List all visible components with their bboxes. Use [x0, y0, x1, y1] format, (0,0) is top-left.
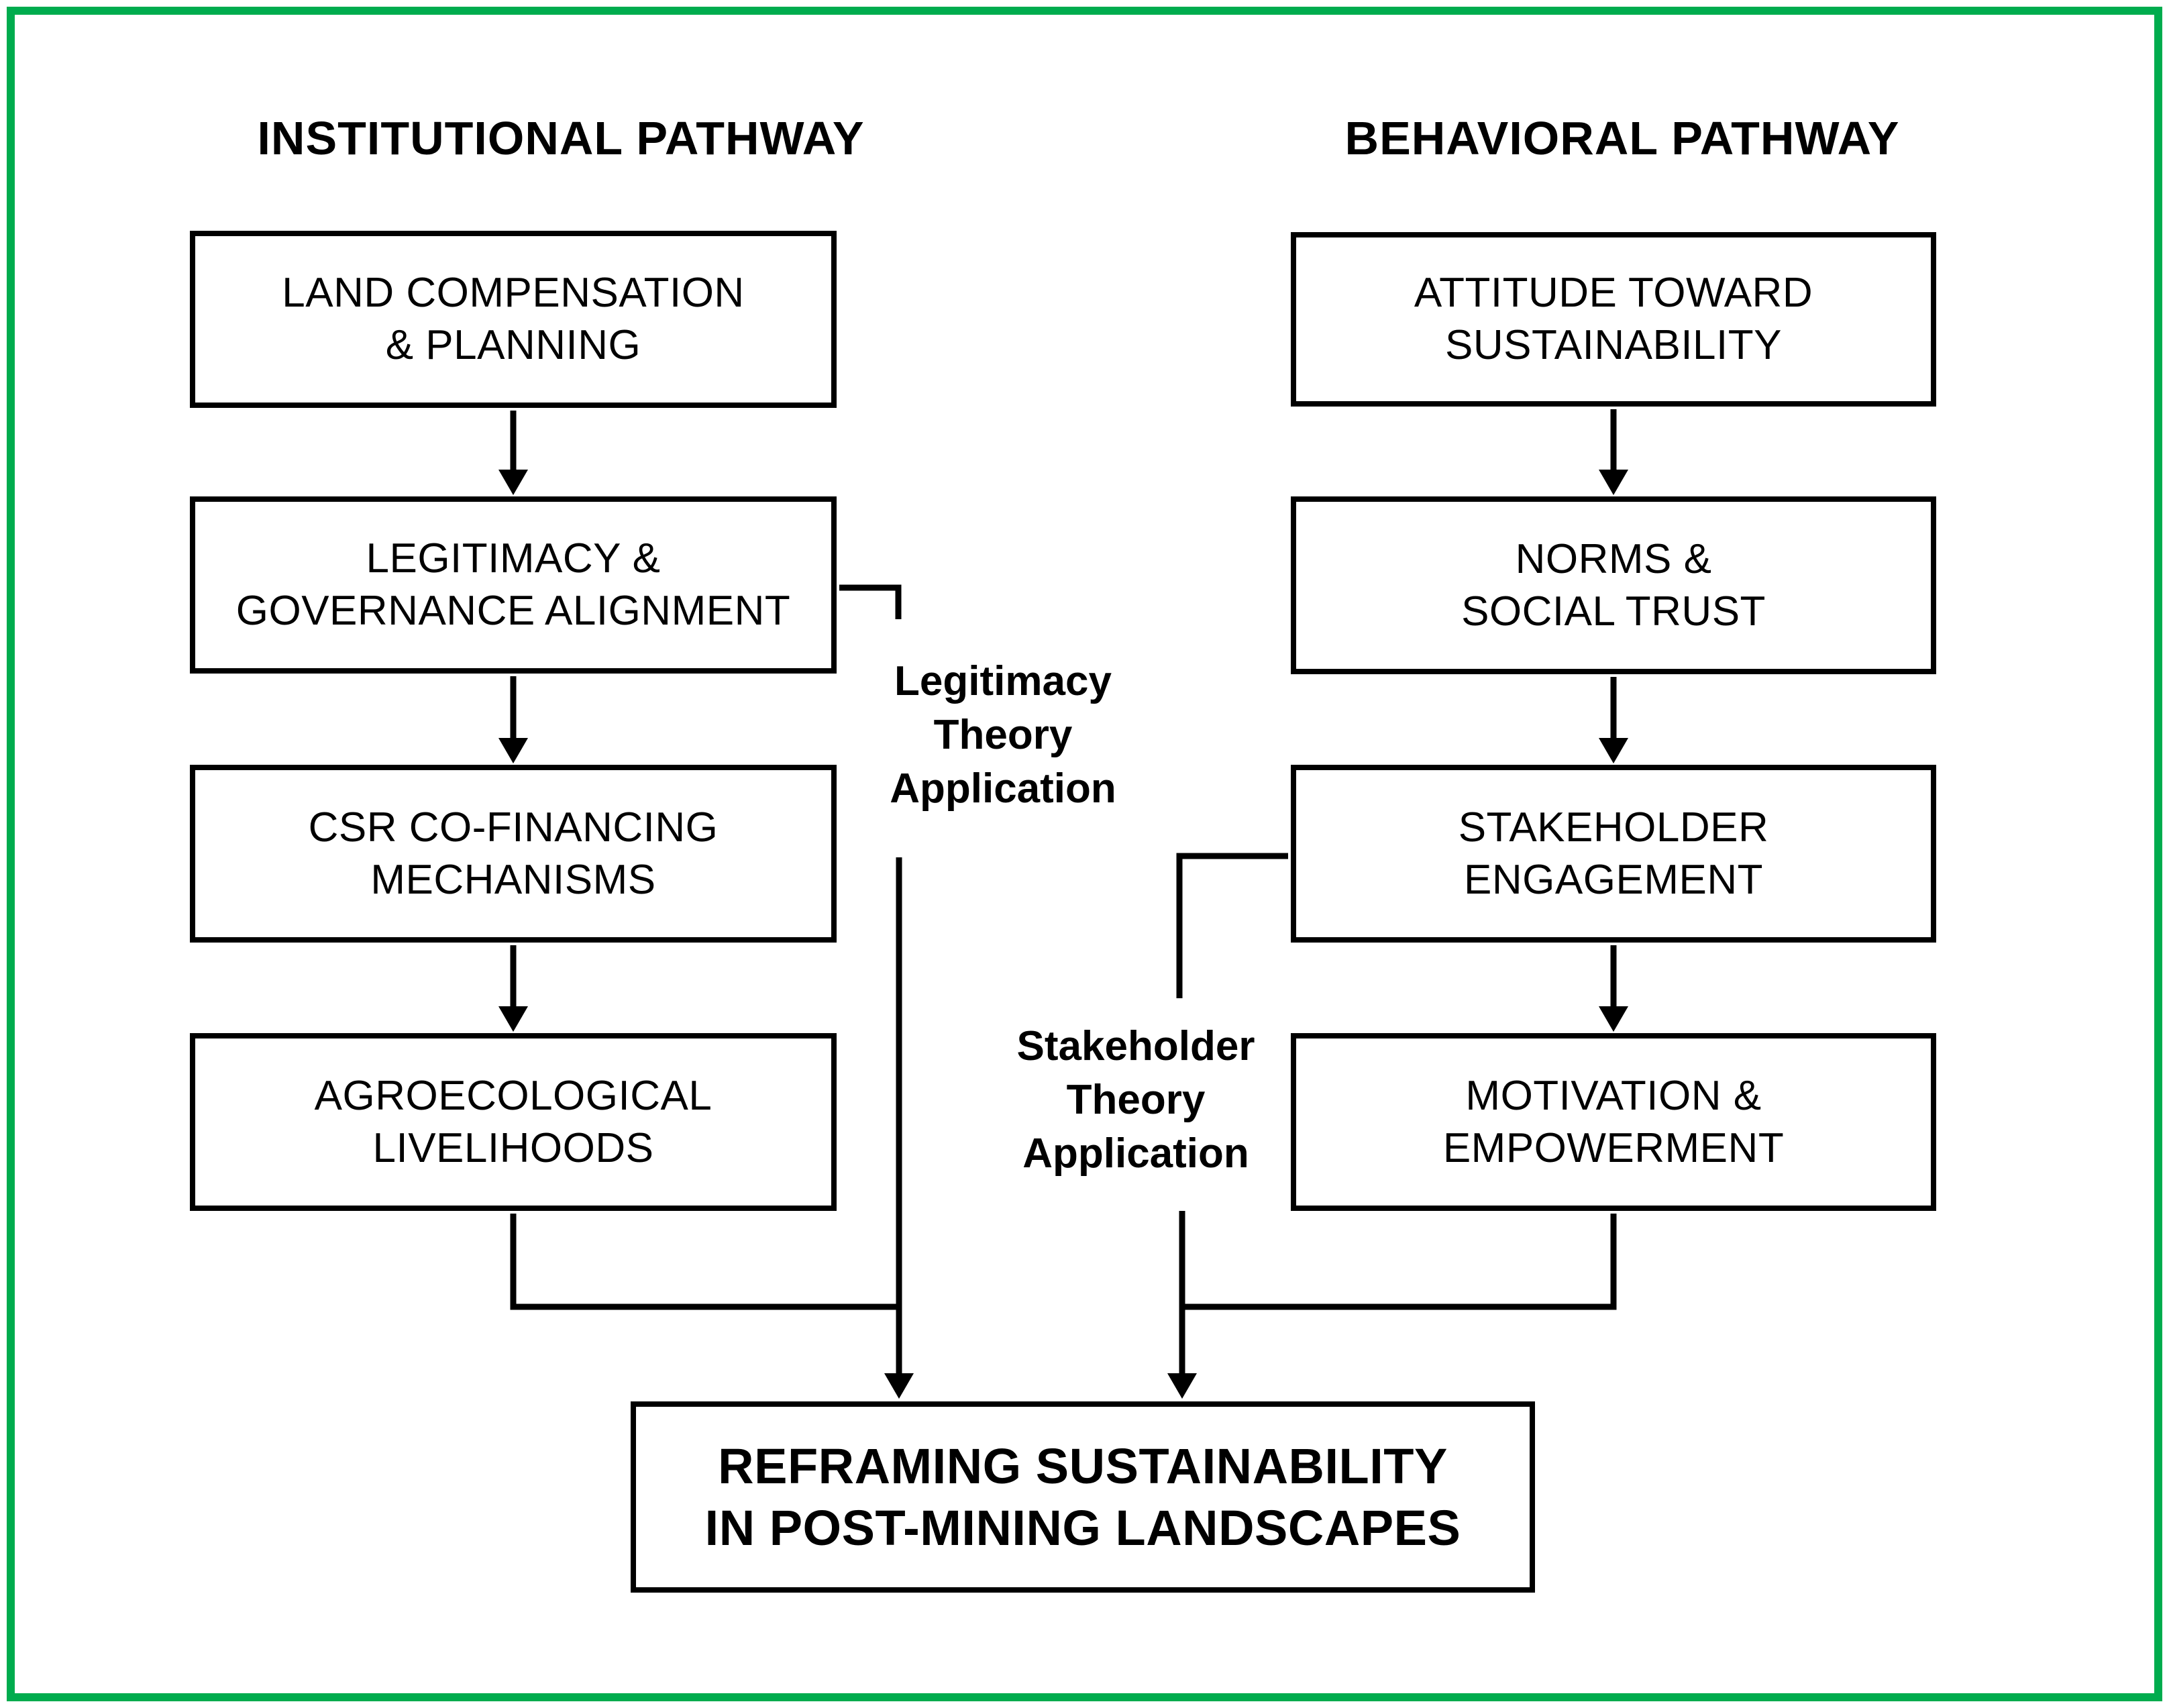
box-line: MOTIVATION &	[1465, 1072, 1762, 1119]
stakeholder-theory-application-label: Stakeholder Theory Application	[1017, 1020, 1255, 1181]
box-line: AGROECOLOGICAL	[314, 1072, 712, 1119]
elbow-motivation-merge	[1182, 1214, 1617, 1310]
legitimacy-theory-application-label: Legitimacy Theory Application	[890, 655, 1116, 816]
box-line: STAKEHOLDER	[1458, 804, 1769, 851]
box-line: ATTITUDE TOWARD	[1414, 270, 1813, 316]
arrow-stakeholder-theory-to-outcome	[1167, 1211, 1197, 1399]
elbow-agroecological-merge	[510, 1214, 899, 1310]
box-legitimacy-governance-alignment: LEGITIMACY & GOVERNANCE ALIGNMENT	[190, 496, 837, 674]
annot-line: Theory	[1066, 1077, 1206, 1123]
box-line: LIVELIHOODS	[372, 1124, 654, 1171]
box-norms-social-trust: NORMS & SOCIAL TRUST	[1291, 496, 1936, 674]
box-line: EMPOWERMENT	[1442, 1124, 1785, 1171]
box-line: IN POST-MINING LANDSCAPES	[704, 1499, 1461, 1556]
box-line: NORMS &	[1515, 535, 1712, 582]
arrow-attitude-to-norms	[1599, 409, 1628, 495]
elbow-stakeholder-hook	[1176, 853, 1288, 998]
box-line: CSR CO-FINANCING	[308, 804, 719, 851]
annot-line: Theory	[933, 712, 1073, 758]
box-csr-cofinancing-mechanisms: CSR CO-FINANCING MECHANISMS	[190, 765, 837, 943]
arrow-norms-to-stakeholder	[1599, 677, 1628, 763]
box-attitude-toward-sustainability: ATTITUDE TOWARD SUSTAINABILITY	[1291, 232, 1936, 407]
arrow-legitimacy-theory-to-outcome	[884, 857, 914, 1399]
box-stakeholder-engagement: STAKEHOLDER ENGAGEMENT	[1291, 765, 1936, 943]
annot-line: Application	[890, 765, 1116, 812]
institutional-pathway-title: INSTITUTIONAL PATHWAY	[257, 112, 865, 164]
box-land-compensation-planning: LAND COMPENSATION & PLANNING	[190, 231, 837, 408]
box-line: LAND COMPENSATION	[282, 270, 745, 316]
box-line: MECHANISMS	[370, 856, 656, 903]
box-line: SOCIAL TRUST	[1461, 588, 1766, 635]
annot-line: Application	[1022, 1130, 1249, 1177]
box-line: ENGAGEMENT	[1464, 856, 1763, 903]
annot-line: Legitimacy	[894, 658, 1112, 704]
arrow-legitimacy-to-csr	[498, 676, 528, 763]
box-line: LEGITIMACY &	[366, 535, 661, 582]
arrow-csr-to-agroecological	[498, 945, 528, 1032]
box-agroecological-livelihoods: AGROECOLOGICAL LIVELIHOODS	[190, 1033, 837, 1211]
annot-line: Stakeholder	[1016, 1023, 1255, 1069]
behavioral-pathway-title: BEHAVIORAL PATHWAY	[1344, 112, 1900, 164]
box-line: GOVERNANCE ALIGNMENT	[235, 588, 791, 634]
arrow-stakeholder-to-motivation	[1599, 945, 1628, 1032]
box-reframing-sustainability-outcome: REFRAMING SUSTAINABILITY IN POST-MINING …	[631, 1401, 1535, 1593]
box-line: REFRAMING SUSTAINABILITY	[718, 1438, 1448, 1494]
box-line: & PLANNING	[385, 322, 641, 368]
elbow-legitimacy-hook	[839, 584, 902, 619]
box-line: SUSTAINABILITY	[1445, 322, 1782, 368]
box-motivation-empowerment: MOTIVATION & EMPOWERMENT	[1291, 1033, 1936, 1211]
arrow-land-to-legitimacy	[498, 411, 528, 495]
